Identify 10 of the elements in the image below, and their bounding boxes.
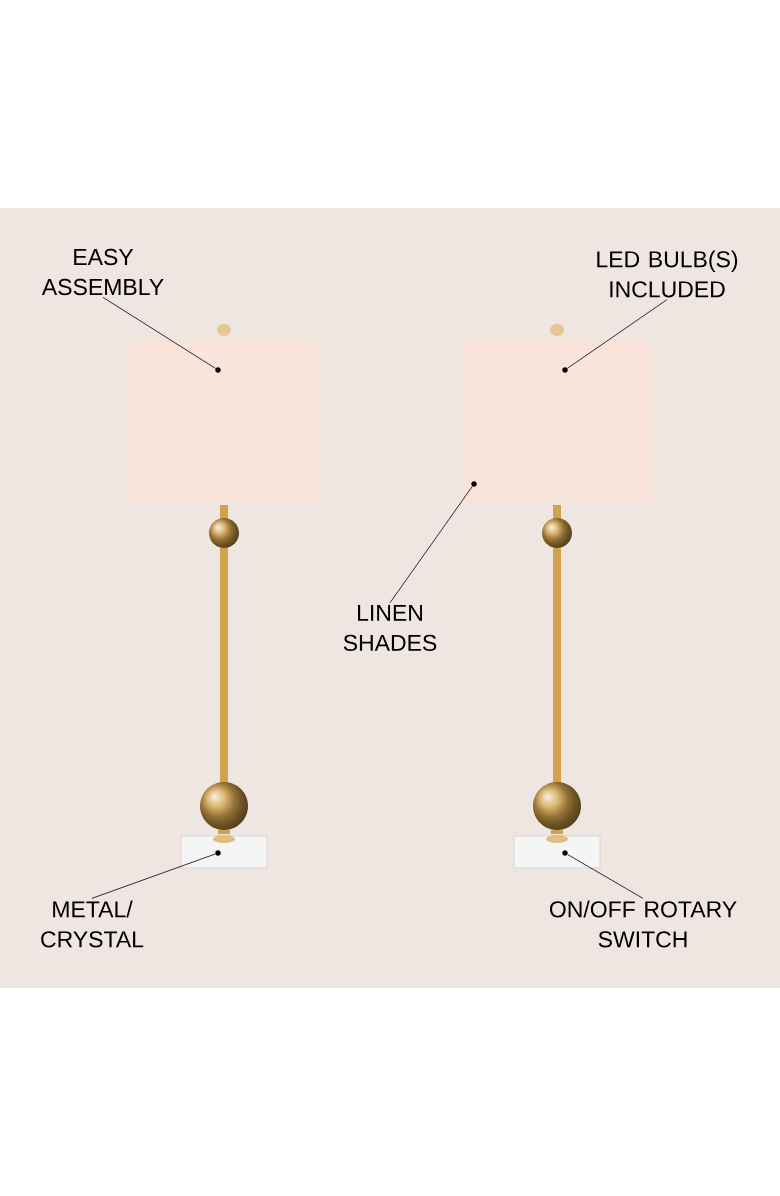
callout-label: EASY ASSEMBLY xyxy=(41,248,164,296)
callout-label: LED BULB(S) INCLUDED xyxy=(597,250,738,298)
leader-line xyxy=(567,299,668,369)
leader-line xyxy=(389,486,473,604)
callout-label: LINEN SHADES xyxy=(343,605,437,652)
callout-label: METAL/ CRYSTAL xyxy=(41,900,144,948)
leader-line xyxy=(91,853,216,899)
leader-line xyxy=(567,854,644,899)
callout-label: ON/OFF ROTARY SWITCH xyxy=(549,900,737,948)
leader-line xyxy=(102,296,216,369)
